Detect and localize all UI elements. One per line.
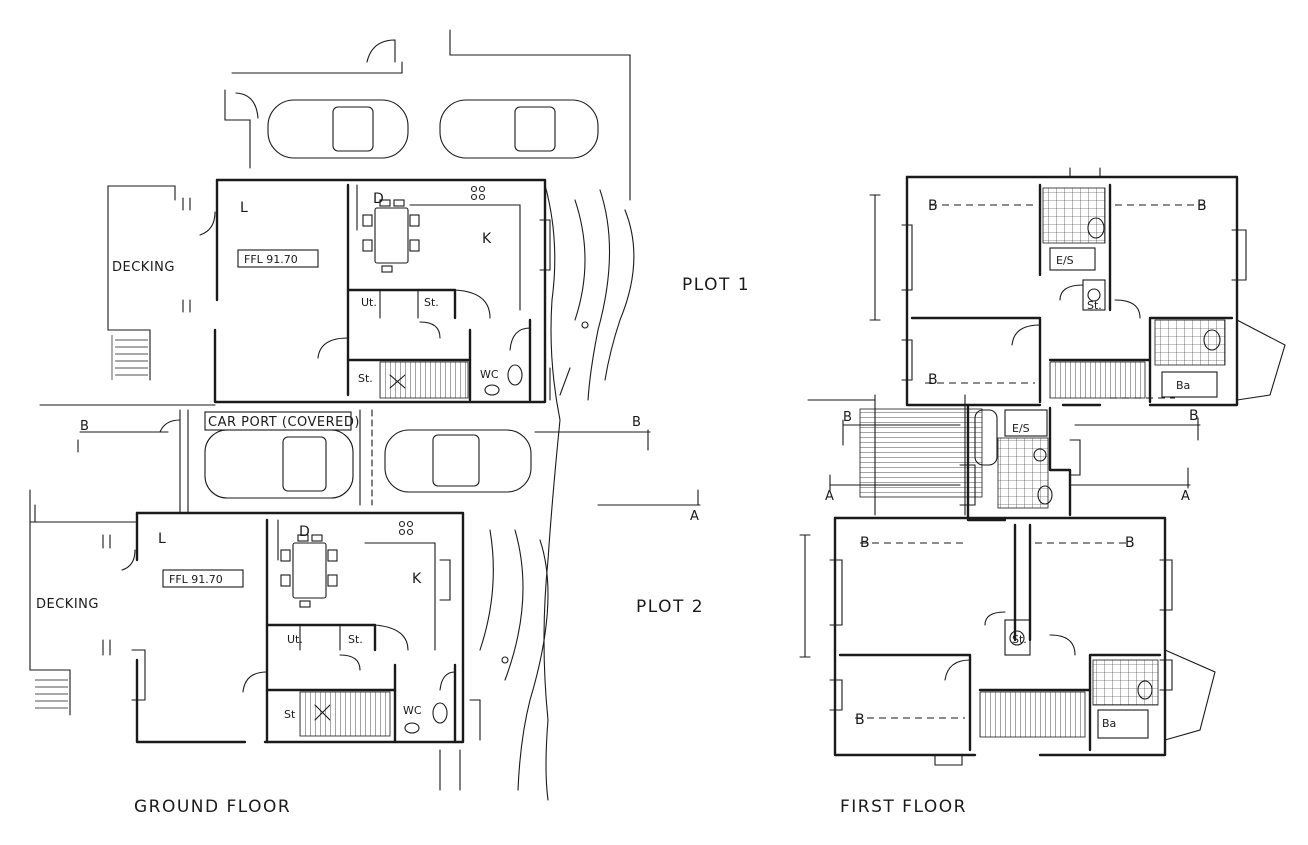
plot1-bedroom-1-label: B <box>928 198 938 214</box>
plot2-lounge-label: L <box>158 531 166 547</box>
first-floor-plan: B B B E/S St. Ba B B A A E/S B B B St. B… <box>799 167 1286 817</box>
car-port <box>159 409 532 513</box>
stair-link <box>859 394 1081 522</box>
plot2-first <box>799 516 1216 766</box>
plot2-bedroom-2-label: B <box>1125 535 1135 551</box>
plot2-ensuite-label: E/S <box>1012 422 1030 435</box>
section-a-first-left-label: A <box>825 489 834 504</box>
plot2-store-label: St. <box>1012 633 1027 646</box>
section-a-ground-label: A <box>690 509 699 524</box>
plot1-ensuite-label: E/S <box>1056 254 1074 267</box>
section-line-b-ground <box>39 404 701 506</box>
plot2-decking-label: DECKING <box>36 597 99 612</box>
ground-floor-plan: DECKING L D K FFL 91.70 Ut. St. St. WC C… <box>29 29 750 817</box>
plot2-ffl-box <box>162 569 244 588</box>
plot1-bedroom-4-label: B <box>1189 408 1199 424</box>
plot2-bedroom-3-label: B <box>855 712 865 728</box>
plot1-ffl-label: FFL 91.70 <box>244 253 298 266</box>
plot1-bedroom-3-label: B <box>928 372 938 388</box>
section-b-first-left-label: B <box>843 410 852 425</box>
plot1-first <box>869 167 1286 407</box>
plot2-store-a-label: St. <box>348 633 363 646</box>
section-b-right-label: B <box>632 415 641 430</box>
plot2-label: PLOT 2 <box>636 597 704 617</box>
plot1-bedroom-2-label: B <box>1197 198 1207 214</box>
plot2-store-b-label: St <box>284 708 296 721</box>
ground-floor-title: GROUND FLOOR <box>134 797 291 817</box>
plot1-ffl-box <box>237 249 319 268</box>
landscape-hedge <box>439 184 635 801</box>
section-b-left-label: B <box>80 419 89 434</box>
plot2-bedroom-1-label: B <box>860 535 870 551</box>
plot2-bathroom-label: Ba <box>1102 717 1116 730</box>
plot1-lounge-label: L <box>240 200 248 216</box>
plot1-store-label: St. <box>1087 299 1102 312</box>
plot1-bathroom-label: Ba <box>1176 379 1190 392</box>
plot1-kitchen-label: K <box>482 231 492 247</box>
plot2-ffl-label: FFL 91.70 <box>169 573 223 586</box>
car-top-right <box>439 99 599 159</box>
plot2-ground <box>29 489 481 744</box>
plot2-wc-label: WC <box>403 704 422 717</box>
first-floor-title: FIRST FLOOR <box>840 797 967 817</box>
plot1-store-a-label: St. <box>424 296 439 309</box>
car-top-left <box>267 99 409 159</box>
plot1-ground <box>107 178 571 404</box>
section-lines-first <box>807 399 1201 491</box>
plot1-wc-label: WC <box>480 368 499 381</box>
plot1-decking-label: DECKING <box>112 260 175 275</box>
plot2-utility-label: Ut. <box>287 633 303 646</box>
plot1-dining-label: D <box>373 191 384 207</box>
plot1-label: PLOT 1 <box>682 275 750 295</box>
site-boundary-top <box>224 29 631 201</box>
plot2-dining-label: D <box>299 524 310 540</box>
car-port-label: CAR PORT (COVERED) <box>208 415 360 430</box>
plot1-utility-label: Ut. <box>361 296 377 309</box>
plot1-store-b-label: St. <box>358 372 373 385</box>
plot2-kitchen-label: K <box>412 571 422 587</box>
section-a-first-right-label: A <box>1181 489 1190 504</box>
